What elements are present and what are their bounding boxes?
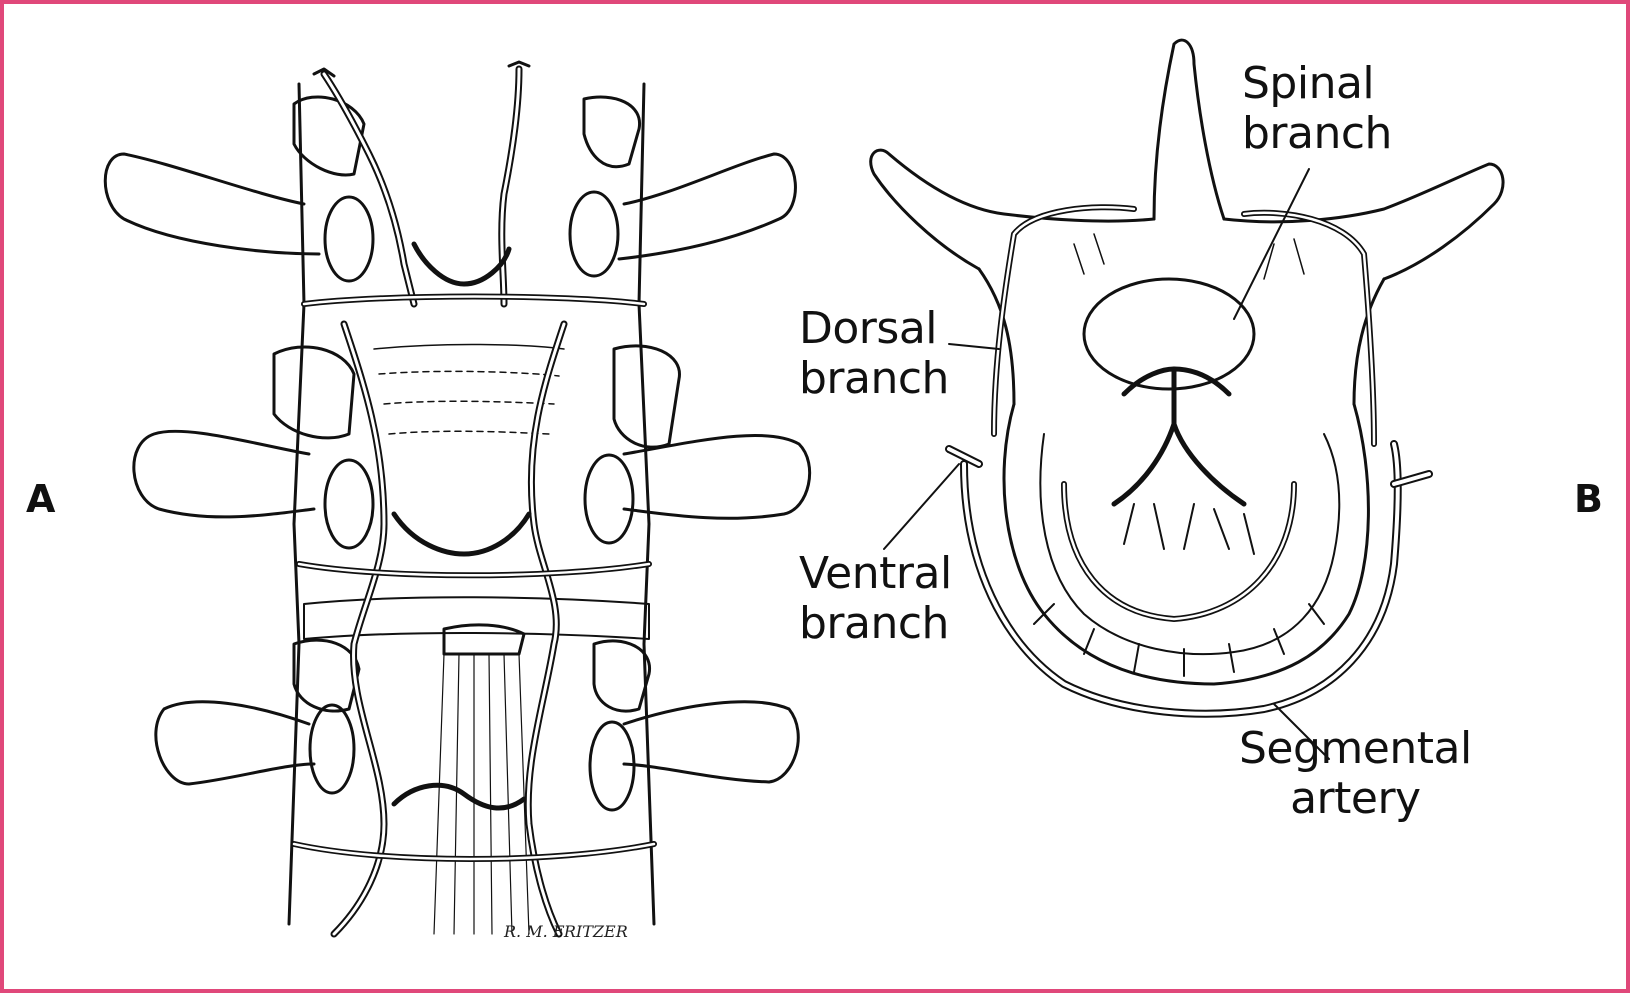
bottom-left-transverse-process xyxy=(156,702,314,784)
anastomotic-loop-3 xyxy=(394,785,524,808)
mid-right-articular xyxy=(614,346,679,447)
top-right-articular xyxy=(584,97,640,167)
right-vessel-mid xyxy=(528,324,564,934)
mid-disc-line-4 xyxy=(389,431,549,434)
mid-right-facet xyxy=(585,455,633,543)
top-left-transverse-process xyxy=(105,154,319,254)
arborization-1 xyxy=(1124,504,1254,554)
mid-left-facet xyxy=(325,460,373,548)
label-ventral-branch: Ventral branch xyxy=(799,549,952,649)
arborization-2 xyxy=(1074,234,1304,279)
leader-spinal-branch xyxy=(1234,169,1309,319)
bottom-right-articular xyxy=(594,641,650,711)
mid-disc-line-3 xyxy=(384,401,554,404)
panel-label-a: A xyxy=(26,474,55,524)
leader-dorsal-branch xyxy=(949,344,999,349)
mid-left-transverse-process xyxy=(134,431,314,517)
label-spinal-branch: Spinal branch xyxy=(1242,59,1392,159)
mid-disc-line-1 xyxy=(374,344,564,349)
body-artery-loop xyxy=(1064,484,1294,619)
leader-ventral-branch xyxy=(884,464,959,549)
vertebral-foramen xyxy=(1084,279,1254,389)
column-right-edge xyxy=(639,84,654,924)
bottom-left-articular xyxy=(294,640,359,711)
spine-column-view xyxy=(105,62,809,934)
illustrator-signature: R. M. FRITZER xyxy=(504,922,628,941)
vertebra-axial-view xyxy=(871,40,1503,714)
left-vessel-top xyxy=(324,74,414,304)
column-left-edge xyxy=(289,84,304,924)
top-branch-tips xyxy=(314,62,529,76)
body-rim-segments xyxy=(1034,604,1324,676)
left-vessel-mid-inner xyxy=(334,324,384,934)
mid-disc-line-2 xyxy=(379,371,559,376)
bottom-right-transverse-process xyxy=(624,702,798,782)
bottom-left-facet xyxy=(310,705,354,793)
mid-left-articular xyxy=(274,347,354,438)
panel-label-b: B xyxy=(1574,474,1602,524)
label-dorsal-branch: Dorsal branch xyxy=(799,304,949,404)
ligament-top xyxy=(444,625,524,654)
top-right-facet xyxy=(570,192,618,276)
anastomotic-loop-1 xyxy=(414,244,509,284)
anastomotic-loop-2 xyxy=(394,514,529,554)
ligament-strands xyxy=(434,654,529,934)
body-artery-loop-inner xyxy=(1064,484,1294,619)
top-right-transverse-process xyxy=(619,154,795,259)
top-left-articular xyxy=(294,97,364,175)
left-vessel-top-inner xyxy=(324,74,414,304)
top-left-facet xyxy=(325,197,373,281)
segmental-ring-outer xyxy=(964,444,1398,714)
label-segmental-artery: Segmental artery xyxy=(1239,724,1472,824)
bottom-right-facet xyxy=(590,722,634,810)
body-inner-rim xyxy=(1040,434,1339,654)
spinous-process xyxy=(1154,40,1224,219)
